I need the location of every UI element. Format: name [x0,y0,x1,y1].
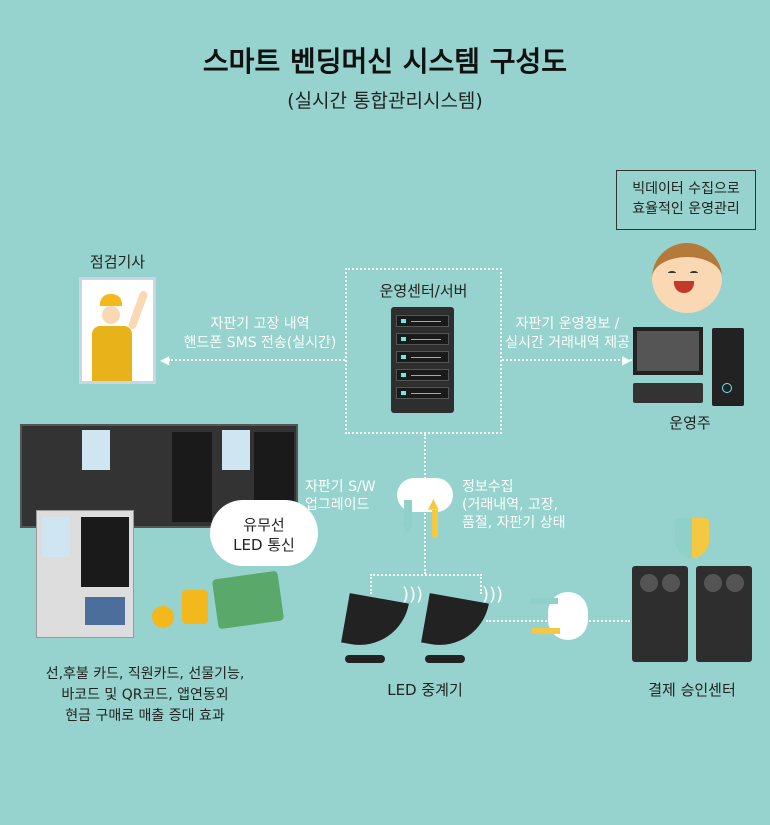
info-collect-2: (거래내역, 고장, [462,497,559,513]
relay-bracket [370,574,482,594]
download-arrow-icon [404,500,412,528]
arrow-to-owner [502,359,632,361]
vending-machine-front [36,510,134,638]
wired-label-1: 유무선 [243,516,285,534]
label-to-technician-1: 자판기 고장 내역 [210,316,310,332]
arrow-to-technician [168,359,345,361]
technician-label: 점검기사 [89,253,146,271]
server-label: 운영센터/서버 [379,282,468,300]
signal-icon-1: ))) [402,584,424,605]
label-to-owner-2: 실시간 거래내역 제공 [505,335,630,351]
shield-lock-icon [675,518,709,558]
payment-server-icon-2 [696,566,752,662]
payment-label: 결제 승인센터 [648,681,736,699]
computer-monitor-icon [633,327,703,375]
label-to-owner-1: 자판기 운영정보 / [515,316,620,332]
arrow-right-yellow-icon [532,628,560,634]
dish-base-2 [425,655,465,663]
owner-avatar [652,243,722,313]
upload-arrow-icon [432,510,438,538]
arrow-left-icon: ◀ [160,353,170,367]
server-icon [391,307,454,413]
bigdata-box [616,170,756,230]
info-collect-3: 품절, 자판기 상태 [462,515,566,531]
coins-icon [152,590,212,630]
page-title: 스마트 벤딩머신 시스템 구성도 [202,45,568,78]
relay-label: LED 중계기 [387,681,463,699]
sw-upgrade-2: 업그레이드 [305,497,370,513]
upload-arrowhead-icon: ▲ [428,496,439,512]
signal-icon-2: ))) [482,584,504,605]
cloud-bubble [210,500,318,566]
label-to-technician-2: 핸드폰 SMS 전송(실시간) [183,335,337,351]
benefits-line-1: 선,후불 카드, 직원카드, 선물기능, [45,666,245,682]
sw-upgrade-1: 자판기 S/W [305,479,376,495]
technician-illustration [79,277,156,384]
bigdata-line-2: 효율적인 운영관리 [632,201,740,217]
benefits-line-2: 바코드 및 QR코드, 앱연동외 [61,687,229,703]
cash-icon [211,570,285,630]
server-zone [345,268,502,434]
download-arrowhead-icon: ▼ [402,520,413,536]
owner-label: 운영주 [669,414,711,432]
computer-tower-icon [712,328,744,406]
bigdata-line-1: 빅데이터 수집으로 [632,181,740,197]
dish-base-1 [345,655,385,663]
wired-label-2: LED 통신 [233,536,295,554]
satellite-dish-icon-1 [341,593,409,653]
arrow-right-icon: ▶ [622,353,632,367]
page-subtitle: (실시간 통합관리시스템) [287,90,483,112]
benefits-line-3: 현금 구매로 매출 증대 효과 [65,708,225,724]
keyboard-icon [633,383,703,403]
payment-server-icon-1 [632,566,688,662]
satellite-dish-icon-2 [421,593,489,653]
info-collect-1: 정보수집 [462,479,514,495]
arrow-left-teal-icon [530,598,558,604]
